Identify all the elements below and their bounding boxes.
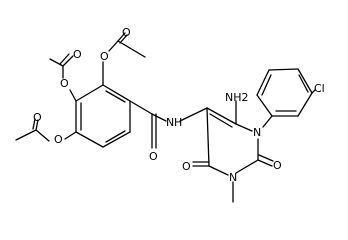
atom-o-c2-carbonyl: O xyxy=(273,159,282,172)
atom-labels: O O O O O O N H O NH2 N O N O Cl xyxy=(33,26,325,184)
atom-n1-ring: N xyxy=(253,126,261,139)
atom-o-c4-carbonyl: O xyxy=(182,160,191,173)
atom-o-acetyl-left-ester: O xyxy=(60,77,69,90)
atom-h-amide: H xyxy=(174,116,182,129)
atom-o-acetyl-mid-ester: O xyxy=(54,133,63,146)
atom-nh2-amino: NH2 xyxy=(225,91,249,104)
atom-o-acetyl-top-ester: O xyxy=(100,50,109,63)
atom-n3-ring: N xyxy=(229,171,237,184)
atom-o-acetyl-mid-carbonyl: O xyxy=(33,111,42,124)
chemical-structure-diagram: O O O O O O N H O NH2 N O N O Cl xyxy=(15,26,325,203)
atom-cl-chloro: Cl xyxy=(314,82,325,95)
atom-o-acetyl-left-carbonyl: O xyxy=(73,48,82,61)
atom-o-acetyl-top-carbonyl: O xyxy=(122,26,131,39)
atom-o-amide: O xyxy=(149,150,158,163)
bonds xyxy=(15,32,316,203)
atom-n-amide: N xyxy=(166,116,174,129)
